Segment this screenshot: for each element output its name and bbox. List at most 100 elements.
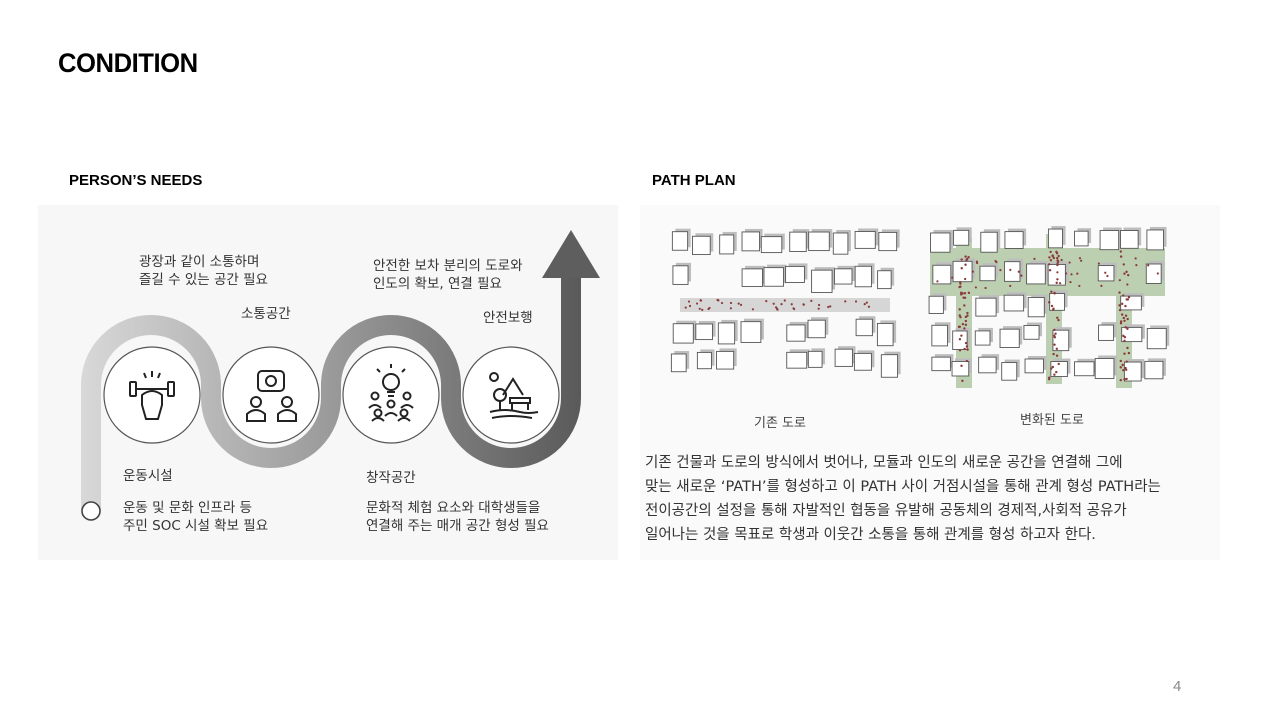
pedestrian-dot xyxy=(1056,262,1059,265)
existing-road-map xyxy=(670,228,901,378)
building-block xyxy=(951,361,970,377)
pedestrian-dot xyxy=(1121,363,1124,367)
arrow-head xyxy=(542,230,600,278)
pedestrian-dot xyxy=(1119,366,1122,369)
needs-label-fitness: 운동시설 xyxy=(123,468,173,484)
building-block xyxy=(741,231,761,252)
pedestrian-dot xyxy=(810,299,813,302)
building-block xyxy=(671,231,689,251)
pedestrian-dot xyxy=(774,306,778,309)
building-block xyxy=(853,352,872,371)
creative-lightbulb-people-icon xyxy=(368,364,414,422)
needs-desc-safewalk: 안전한 보차 분리의 도로와 인도의 확보, 연결 필요 xyxy=(373,258,523,292)
pedestrian-dot xyxy=(1078,284,1081,288)
building-block xyxy=(854,265,872,288)
building-block xyxy=(696,351,712,370)
pedestrian-dot xyxy=(960,364,963,368)
building-block xyxy=(878,231,898,252)
building-block xyxy=(1120,295,1142,311)
pedestrian-dot xyxy=(817,303,821,307)
building-block xyxy=(931,356,951,372)
pedestrian-dot xyxy=(959,315,962,319)
pedestrian-dot xyxy=(790,303,793,306)
path-plan-description: 기존 건물과 도로의 방식에서 벗어나, 모듈과 인도의 새로운 공간을 연결해… xyxy=(645,455,1161,543)
pedestrian-dot xyxy=(729,301,733,305)
pedestrian-dot xyxy=(964,341,968,345)
existing-road-caption: 기존 도로 xyxy=(754,416,806,431)
pedestrian-dot xyxy=(776,308,779,311)
pedestrian-dot xyxy=(967,256,970,259)
pedestrian-dot xyxy=(965,257,969,261)
building-block xyxy=(980,231,998,253)
pedestrian-dot xyxy=(1126,317,1129,321)
building-block xyxy=(1049,293,1065,311)
pedestrian-dot xyxy=(1033,257,1036,261)
pedestrian-dot xyxy=(865,301,868,304)
pedestrian-dot xyxy=(1050,304,1054,308)
circle-fitness xyxy=(103,346,201,444)
pedestrian-dot xyxy=(684,306,687,309)
pedestrian-dot xyxy=(1055,370,1058,374)
pedestrian-dot xyxy=(963,296,967,300)
pedestrian-dot xyxy=(844,300,847,303)
pedestrian-dot xyxy=(960,334,963,337)
pedestrian-dot xyxy=(994,259,997,263)
pedestrian-dot xyxy=(1020,274,1023,277)
building-block xyxy=(930,232,951,253)
pedestrian-dot xyxy=(1124,304,1127,308)
building-block xyxy=(1027,297,1045,318)
pedestrian-dot xyxy=(1106,274,1109,278)
pedestrian-dot xyxy=(963,347,966,351)
pedestrian-dot xyxy=(1127,296,1131,299)
pedestrian-dot xyxy=(793,307,796,311)
building-block xyxy=(789,231,807,252)
building-block xyxy=(672,323,694,344)
building-block xyxy=(979,265,996,282)
needs-desc-communication: 광장과 같이 소통하며 즐길 수 있는 공간 필요 xyxy=(139,254,268,288)
pedestrian-dot xyxy=(1118,304,1121,307)
pedestrian-dot xyxy=(1052,334,1056,337)
pedestrian-dot xyxy=(1120,320,1123,323)
needs-desc-fitness: 운동 및 문화 인프라 등 주민 SOC 시설 확보 필요 xyxy=(123,500,269,534)
pedestrian-dot xyxy=(1125,298,1128,301)
building-block xyxy=(1121,326,1143,343)
pedestrian-dot xyxy=(1080,259,1083,262)
pedestrian-dot xyxy=(707,307,710,311)
pedestrian-dot xyxy=(1051,254,1054,257)
pedestrian-dot xyxy=(958,349,962,352)
pedestrian-dot xyxy=(936,280,939,283)
building-block xyxy=(975,297,997,317)
pedestrian-dot xyxy=(1122,316,1125,320)
pedestrian-dot xyxy=(687,300,691,303)
pedestrian-dot xyxy=(1070,273,1073,276)
pedestrian-dot xyxy=(1053,343,1056,346)
page-title: CONDITION xyxy=(58,48,198,78)
needs-label-safewalk: 안전보행 xyxy=(483,310,533,326)
pedestrian-dot xyxy=(1056,278,1059,281)
pedestrian-dot xyxy=(863,303,866,306)
pedestrian-dot xyxy=(1048,376,1051,379)
pedestrian-dot xyxy=(1057,254,1060,258)
pedestrian-dot xyxy=(964,255,967,258)
road-band xyxy=(680,298,890,312)
building-block xyxy=(717,322,736,345)
pedestrian-dot xyxy=(976,261,979,265)
pedestrian-dot xyxy=(1055,256,1059,260)
pedestrian-dot xyxy=(1053,328,1056,332)
pedestrian-dot xyxy=(958,285,961,289)
pedestrian-dot xyxy=(1119,250,1122,253)
building-block xyxy=(928,295,944,314)
building-block xyxy=(1123,361,1142,382)
pedestrian-dot xyxy=(1135,263,1138,267)
needs-heading: PERSON’S NEEDS xyxy=(69,172,203,189)
needs-flow-path xyxy=(81,272,581,510)
building-block xyxy=(719,234,735,255)
building-block xyxy=(811,269,833,294)
pedestrian-dot xyxy=(1068,261,1071,264)
needs-label-communication: 소통공간 xyxy=(241,306,291,322)
pedestrian-dot xyxy=(1125,270,1128,274)
pedestrian-dot xyxy=(1058,282,1062,285)
pedestrian-dot xyxy=(739,303,743,306)
building-block xyxy=(1074,230,1089,247)
